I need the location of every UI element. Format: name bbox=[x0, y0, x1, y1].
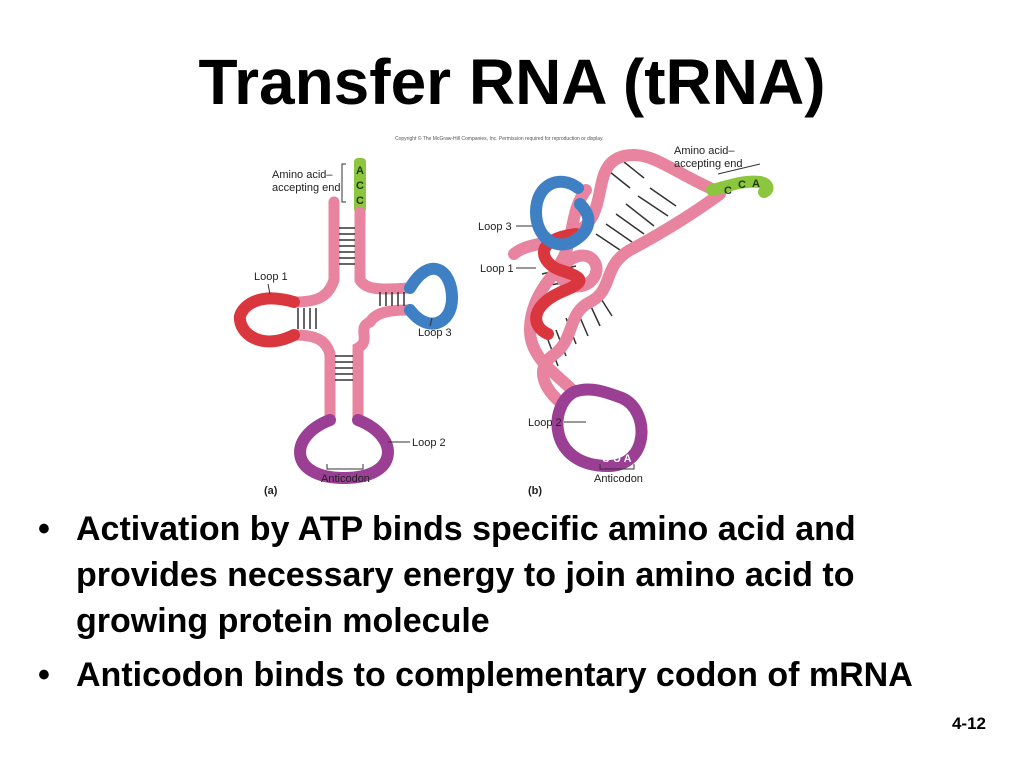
panel-b-anticodon-label: Anticodon bbox=[594, 473, 643, 485]
panel-b-acceptor-end bbox=[706, 175, 774, 198]
bullet-dot: • bbox=[38, 656, 50, 694]
panel-b-amino-acid-label-1: Amino acid– bbox=[674, 145, 735, 157]
panel-a-loop-2-label: Loop 2 bbox=[412, 437, 446, 449]
bullet-item: • Activation by ATP binds specific amino … bbox=[36, 506, 996, 644]
panel-a-loop-1 bbox=[233, 292, 300, 348]
panel-a-loop-3-leader bbox=[429, 317, 433, 327]
panel-b-loop-3 bbox=[529, 175, 595, 251]
panel-b-acceptor-nt-3: A bbox=[752, 178, 760, 190]
panel-a-d-arm-top bbox=[288, 274, 340, 308]
panel-a-amino-acid-label-1: Amino acid– bbox=[272, 169, 333, 181]
panel-a-t-arm-base-pairs bbox=[379, 292, 405, 306]
bullet-text: Activation by ATP binds specific amino a… bbox=[76, 510, 856, 640]
panel-a-t-arm-top bbox=[354, 274, 416, 295]
panel-a-loop-2 bbox=[294, 414, 394, 485]
panel-a-label: (a) bbox=[264, 485, 278, 497]
panel-b-3d-structure: U U A C C A Amino acid– accepting end Lo… bbox=[478, 145, 774, 497]
panel-a-acceptor-nt-1: A bbox=[356, 165, 364, 177]
panel-b-anticodon-bases: U U A bbox=[602, 453, 632, 465]
panel-a-acceptor-nt-3: C bbox=[356, 195, 364, 207]
panel-a-anticodon-base-pairs bbox=[335, 355, 353, 381]
panel-a-acceptor-base-pairs bbox=[339, 227, 355, 265]
panel-a-acceptor-nt-2: C bbox=[356, 180, 364, 192]
panel-b-loop-1-label: Loop 1 bbox=[480, 263, 514, 275]
panel-a-d-arm-base-pairs bbox=[297, 308, 317, 329]
panel-b-acceptor-nt-2: C bbox=[738, 179, 746, 191]
panel-a-anticodon-label: Anticodon bbox=[321, 473, 370, 485]
panel-a-loop-3 bbox=[404, 262, 459, 330]
panel-b-loop-2 bbox=[551, 383, 648, 473]
panel-a-body-right bbox=[352, 316, 376, 426]
panel-a-loop-1-leader bbox=[267, 283, 271, 295]
panel-b-strand-inner bbox=[523, 184, 603, 398]
panel-b-acceptor-bracket bbox=[717, 163, 761, 175]
bullet-item: • Anticodon binds to complementary codon … bbox=[36, 652, 996, 698]
panel-b-loop-1 bbox=[530, 228, 586, 340]
panel-a-t-arm-bottom bbox=[364, 304, 416, 328]
panel-a-amino-acid-label-2: accepting end bbox=[272, 182, 341, 194]
panel-a-acceptor-end bbox=[354, 158, 366, 213]
panel-a-d-arm-bottom bbox=[288, 329, 336, 360]
trna-diagram: Copyright © The McGraw-Hill Companies, I… bbox=[233, 135, 774, 497]
panel-a-anticodon-bases: U U A bbox=[331, 453, 361, 465]
bullet-dot: • bbox=[38, 510, 50, 548]
panel-a-loop-1-label: Loop 1 bbox=[254, 271, 288, 283]
copyright-text: Copyright © The McGraw-Hill Companies, I… bbox=[395, 135, 604, 142]
bullet-list: • Activation by ATP binds specific amino … bbox=[36, 506, 996, 706]
slide-title: Transfer RNA (tRNA) bbox=[198, 46, 826, 118]
panel-a-anticodon-bracket bbox=[326, 464, 364, 470]
panel-b-acceptor-nt-1: C bbox=[724, 185, 732, 197]
panel-a-acceptor-bracket bbox=[341, 163, 346, 203]
panel-a-loop-3-label: Loop 3 bbox=[418, 327, 452, 339]
page-number: 4-12 bbox=[951, 714, 986, 733]
panel-b-loop-2-label: Loop 2 bbox=[528, 417, 562, 429]
trna-figure: Copyright © The McGraw-Hill Companies, I… bbox=[230, 130, 790, 500]
panel-a-cloverleaf: A C C bbox=[233, 158, 459, 497]
bullet-text: Anticodon binds to complementary codon o… bbox=[76, 656, 913, 694]
panel-b-anticodon-bracket bbox=[599, 464, 635, 470]
panel-b-amino-acid-label-2: accepting end bbox=[674, 158, 743, 170]
panel-b-loop-3-label: Loop 3 bbox=[478, 221, 512, 233]
panel-b-label: (b) bbox=[528, 485, 542, 497]
